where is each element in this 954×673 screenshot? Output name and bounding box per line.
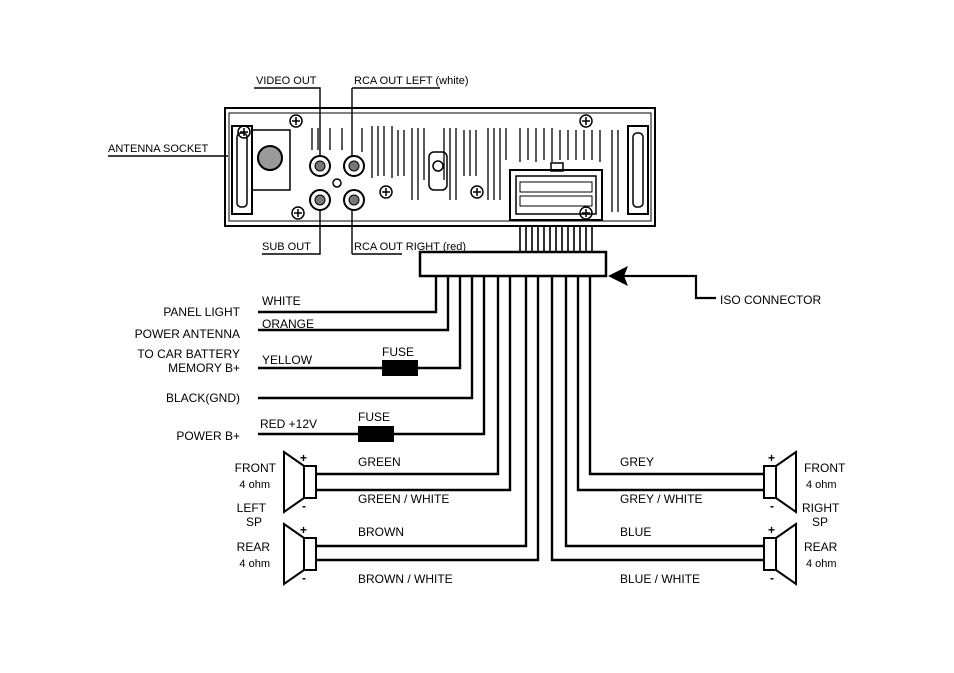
minus-sign: - <box>770 499 774 513</box>
antenna-socket-label: ANTENNA SOCKET <box>108 143 209 155</box>
power-b-label: POWER B+ <box>176 429 240 443</box>
heat-sink-fins <box>311 126 619 212</box>
left-rear-label: REAR <box>237 540 271 554</box>
fuse-yellow-label: FUSE <box>382 345 414 359</box>
ground-label: BLACK(GND) <box>166 391 240 405</box>
wire-blue-white-label: BLUE / WHITE <box>620 572 700 586</box>
head-unit-rear-panel <box>224 107 656 227</box>
wire-grey-label: GREY <box>620 455 654 469</box>
wire-yellow-label: YELLOW <box>262 353 313 367</box>
rca-jack-sub-out <box>309 189 331 211</box>
speaker-wire-set <box>316 276 768 562</box>
plus-sign: + <box>300 451 307 465</box>
left-rear-ohm: 4 ohm <box>239 558 270 570</box>
right-front-label: FRONT <box>804 461 846 475</box>
left-front-label: FRONT <box>235 461 277 475</box>
plus-sign: + <box>300 523 307 537</box>
wire-brown-white-label: BROWN / WHITE <box>358 572 453 586</box>
left-sp-label: LEFT <box>237 501 267 515</box>
harness-wires-top <box>519 226 593 252</box>
panel-light-label: PANEL LIGHT <box>163 305 240 319</box>
screw-icon <box>579 114 593 128</box>
minus-sign: - <box>302 571 306 585</box>
rca-out-left-label: RCA OUT LEFT (white) <box>354 75 469 87</box>
speaker-icon <box>763 522 797 586</box>
wire-green-label: GREEN <box>358 455 401 469</box>
speaker-icon <box>283 450 317 514</box>
sub-out-label: SUB OUT <box>262 241 311 253</box>
left-sp-label-2: SP <box>246 515 262 529</box>
screw-icon <box>289 114 303 128</box>
rca-jack-video-out <box>309 155 331 177</box>
right-rear-label: REAR <box>804 540 838 554</box>
video-out-label: VIDEO OUT <box>256 75 317 87</box>
iso-connector-arrow <box>616 274 716 300</box>
left-wire-set <box>258 276 486 436</box>
right-sp-label-2: SP <box>812 515 828 529</box>
screw-icon <box>470 185 484 199</box>
wire-grey-white-label: GREY / WHITE <box>620 492 702 506</box>
screw-icon <box>237 125 251 139</box>
screw-icon <box>379 185 393 199</box>
rca-jack-right-out <box>343 189 365 211</box>
right-sp-label: RIGHT <box>802 501 840 515</box>
memory-b-label: MEMORY B+ <box>168 361 240 375</box>
fuse-red-label: FUSE <box>358 410 390 424</box>
rca-jack-left-out <box>343 155 365 177</box>
head-unit-callouts <box>108 87 440 255</box>
speaker-icon <box>283 522 317 586</box>
antenna-socket <box>257 145 283 171</box>
car-battery-label: TO CAR BATTERY <box>137 347 240 361</box>
wire-blue-label: BLUE <box>620 525 651 539</box>
minus-sign: - <box>770 571 774 585</box>
wire-green-white-label: GREEN / WHITE <box>358 492 449 506</box>
speaker-icon <box>763 450 797 514</box>
arrow-head-icon <box>608 266 628 286</box>
fuse-yellow <box>382 360 418 376</box>
plus-sign: + <box>768 523 775 537</box>
rca-out-right-label: RCA OUT RIGHT (red) <box>354 241 466 253</box>
wire-red-label: RED +12V <box>260 417 317 431</box>
screw-icon <box>291 206 305 220</box>
left-front-ohm: 4 ohm <box>239 479 270 491</box>
screw-icon <box>579 206 593 220</box>
power-antenna-label: POWER ANTENNA <box>135 327 240 341</box>
iso-socket <box>509 162 603 221</box>
fuse-red <box>358 426 394 442</box>
wire-orange-label: ORANGE <box>262 317 314 331</box>
right-rear-ohm: 4 ohm <box>806 558 837 570</box>
wire-brown-label: BROWN <box>358 525 404 539</box>
iso-connector-label: ISO CONNECTOR <box>720 293 821 307</box>
minus-sign: - <box>302 499 306 513</box>
right-front-ohm: 4 ohm <box>806 479 837 491</box>
iso-connector <box>418 250 608 278</box>
plus-sign: + <box>768 451 775 465</box>
wire-white-label: WHITE <box>262 294 301 308</box>
